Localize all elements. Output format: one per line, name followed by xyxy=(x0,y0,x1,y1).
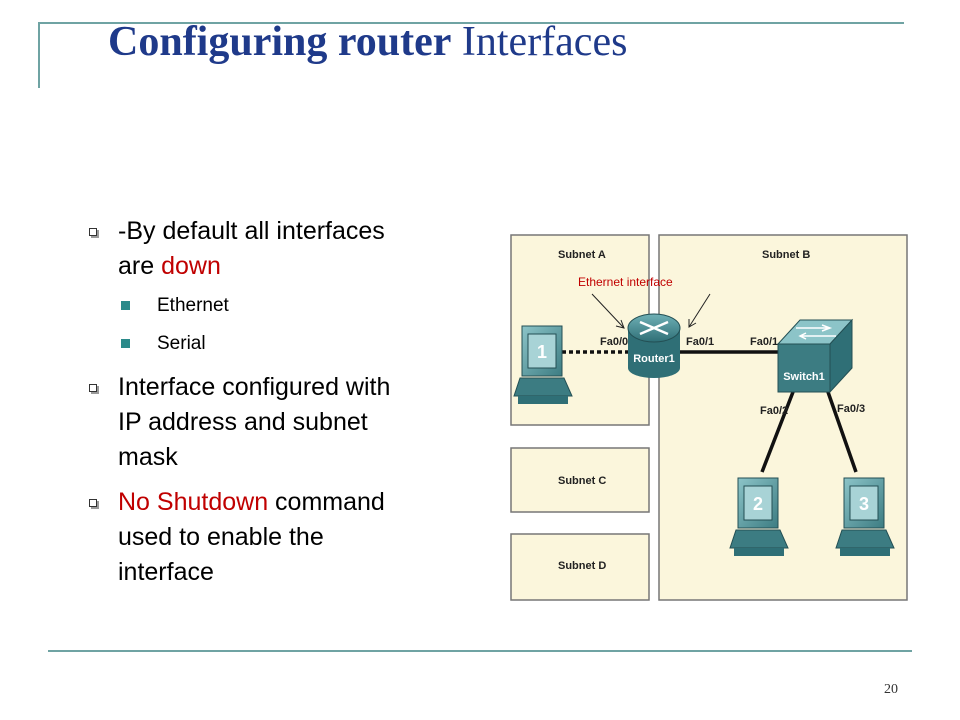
port-label-fa01-switch: Fa0/1 xyxy=(750,336,778,348)
bullet-highlight: down xyxy=(161,252,221,280)
annotation-arrowhead-right xyxy=(688,319,697,328)
bullet-no-shutdown: No Shutdown command used to enable the i… xyxy=(89,485,418,590)
annotation-arrowhead-left xyxy=(615,319,625,329)
port-label-fa02: Fa0/2 xyxy=(760,405,788,417)
port-label-fa00-router: Fa0/0 xyxy=(600,336,628,348)
port-label-fa03: Fa0/3 xyxy=(837,403,865,415)
ethernet-interface-annotation: Ethernet interface xyxy=(578,275,673,289)
bullet-interface-configured: Interface configured with IP address and… xyxy=(89,370,418,475)
subnet-d-box xyxy=(510,533,650,601)
router-label: Router1 xyxy=(633,353,675,365)
bullet-list: -By default all interfaces are down Ethe… xyxy=(89,214,418,600)
page-title: Configuring router Interfaces xyxy=(108,18,627,66)
bullet-text: command used to enable the interface xyxy=(118,488,385,586)
subnet-c-box xyxy=(510,447,650,513)
computer-2-icon: 2 xyxy=(729,477,789,556)
link-switch-pc2 xyxy=(760,391,795,473)
frame-bottom-line xyxy=(48,650,912,652)
frame-left-line xyxy=(38,22,40,88)
title-bold: Configuring router xyxy=(108,19,452,65)
computer-1-icon: 1 xyxy=(513,325,573,404)
link-switch-pc3 xyxy=(826,391,858,473)
bullet-text: -By default all interfaces are xyxy=(118,217,385,280)
computer-3-icon: 3 xyxy=(835,477,895,556)
sub-bullet-serial: Serial xyxy=(121,332,418,356)
title-rest: Interfaces xyxy=(461,19,628,65)
subnet-b-label: Subnet B xyxy=(762,249,810,261)
computer-2-label: 2 xyxy=(753,494,763,514)
annotation-arrow-left xyxy=(591,293,625,329)
port-label-fa01-router: Fa0/1 xyxy=(686,336,714,348)
switch-label: Switch1 xyxy=(783,371,825,383)
bullet-highlight: No Shutdown xyxy=(118,488,269,516)
router-icon: Router1 xyxy=(627,313,681,378)
frame-top-line xyxy=(40,22,904,24)
sub-bullet-ethernet: Ethernet xyxy=(121,294,418,318)
page-number: 20 xyxy=(884,682,898,697)
computer-3-label: 3 xyxy=(859,494,869,514)
subnet-a-label: Subnet A xyxy=(558,249,606,261)
bullet-default-down: -By default all interfaces are down xyxy=(89,214,418,284)
computer-1-label: 1 xyxy=(537,342,547,362)
subnet-c-label: Subnet C xyxy=(558,475,606,487)
network-diagram: Subnet A Subnet B Subnet C Subnet D Ethe… xyxy=(500,228,912,606)
switch-icon: Switch1 xyxy=(776,318,854,394)
annotation-arrow-right xyxy=(688,293,711,328)
subnet-d-label: Subnet D xyxy=(558,560,606,572)
